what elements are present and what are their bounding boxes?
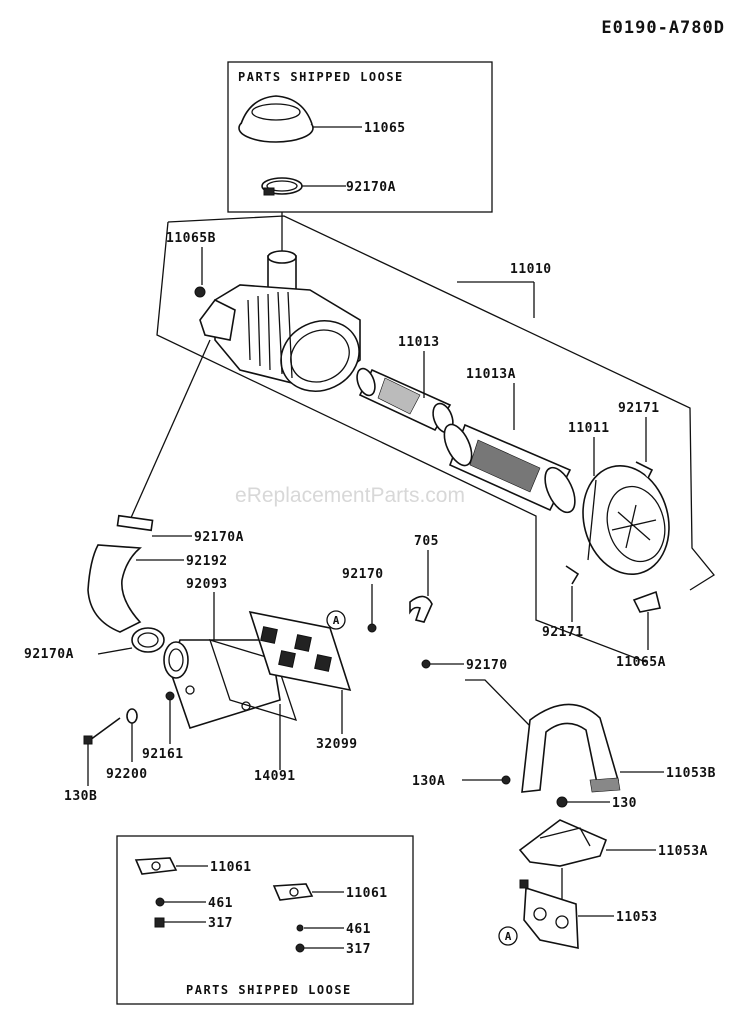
hose-92192 (87, 544, 142, 633)
label-11065: 11065 (364, 121, 406, 136)
bracket-11053a (518, 819, 608, 867)
bolt-11065b (194, 286, 206, 298)
label-705: 705 (414, 534, 439, 549)
filter-11013a (443, 423, 576, 514)
bolt-130b (89, 717, 121, 741)
ref-marker-a-mid (326, 610, 346, 630)
washer-461-b (296, 924, 304, 932)
label-130a: 130A (412, 774, 445, 789)
screw-92170-b (421, 659, 431, 669)
screw-92170-a (367, 623, 377, 633)
label-92171-top: 92171 (618, 401, 660, 416)
valve-11065a (632, 590, 661, 613)
label-92093: 92093 (186, 577, 228, 592)
label-11010: 11010 (510, 262, 552, 277)
nut-317-a (154, 917, 165, 928)
elbow-705 (409, 595, 433, 623)
top-box-title: PARTS SHIPPED LOOSE (238, 70, 404, 84)
bolt-130 (556, 796, 568, 808)
label-14091: 14091 (254, 769, 296, 784)
bracket-11053 (519, 879, 579, 949)
clamp-92170a-top (261, 177, 303, 196)
label-461-b: 461 (346, 922, 371, 937)
label-32099: 32099 (316, 737, 358, 752)
nut-317-b (295, 943, 305, 953)
bottom-box-title: PARTS SHIPPED LOOSE (186, 983, 352, 997)
label-92170-a: 92170 (342, 567, 384, 582)
gasket-11061-a (134, 857, 178, 875)
label-92171-bottom: 92171 (542, 625, 584, 640)
plate-32099 (248, 610, 352, 692)
label-11013: 11013 (398, 335, 440, 350)
label-461-a: 461 (208, 896, 233, 911)
label-11011: 11011 (568, 421, 610, 436)
cap-11065 (238, 95, 314, 143)
ref-marker-a-bottom-label: A (505, 930, 512, 943)
bottom-loose-parts-box (116, 835, 414, 1005)
label-11053a: 11053A (658, 844, 708, 859)
label-11065a: 11065A (616, 655, 666, 670)
label-11013a: 11013A (466, 367, 516, 382)
label-317-b: 317 (346, 942, 371, 957)
gasket-11061-b (272, 883, 314, 901)
cover-11011 (582, 464, 670, 576)
diagram-code: E0190-A780D (601, 18, 725, 38)
clip-92171-bottom (565, 565, 580, 585)
label-92192: 92192 (186, 554, 228, 569)
clip-92171-top (635, 461, 654, 479)
label-92170a-top: 92170A (346, 180, 396, 195)
bolt-130b-head (83, 735, 93, 745)
label-130: 130 (612, 796, 637, 811)
label-92170-b: 92170 (466, 658, 508, 673)
label-11053: 11053 (616, 910, 658, 925)
label-317-a: 317 (208, 916, 233, 931)
air-cleaner-housing (199, 250, 361, 392)
label-11053b: 11053B (666, 766, 716, 781)
label-92170a-left: 92170A (24, 647, 74, 662)
label-92170a-mid: 92170A (194, 530, 244, 545)
gasket-92093 (208, 639, 298, 721)
ref-marker-a-mid-label: A (333, 614, 340, 627)
watermark: eReplacementParts.com (235, 484, 465, 507)
label-11061-b: 11061 (346, 886, 388, 901)
ref-marker-a-bottom (498, 926, 518, 946)
top-loose-parts-box (227, 61, 493, 213)
label-92161: 92161 (142, 747, 184, 762)
label-130b: 130B (64, 789, 97, 804)
clamp-92170a-mid (116, 514, 154, 532)
strap-11053b (521, 703, 621, 793)
screw-92161 (165, 691, 175, 701)
clamp-92170a-left (131, 627, 165, 653)
washer-461-a (155, 897, 165, 907)
label-92200: 92200 (106, 767, 148, 782)
washer-92200 (126, 708, 138, 724)
label-11061-a: 11061 (210, 860, 252, 875)
filter-11013 (356, 367, 454, 434)
label-11065b: 11065B (166, 231, 216, 246)
bolt-130a (501, 775, 511, 785)
